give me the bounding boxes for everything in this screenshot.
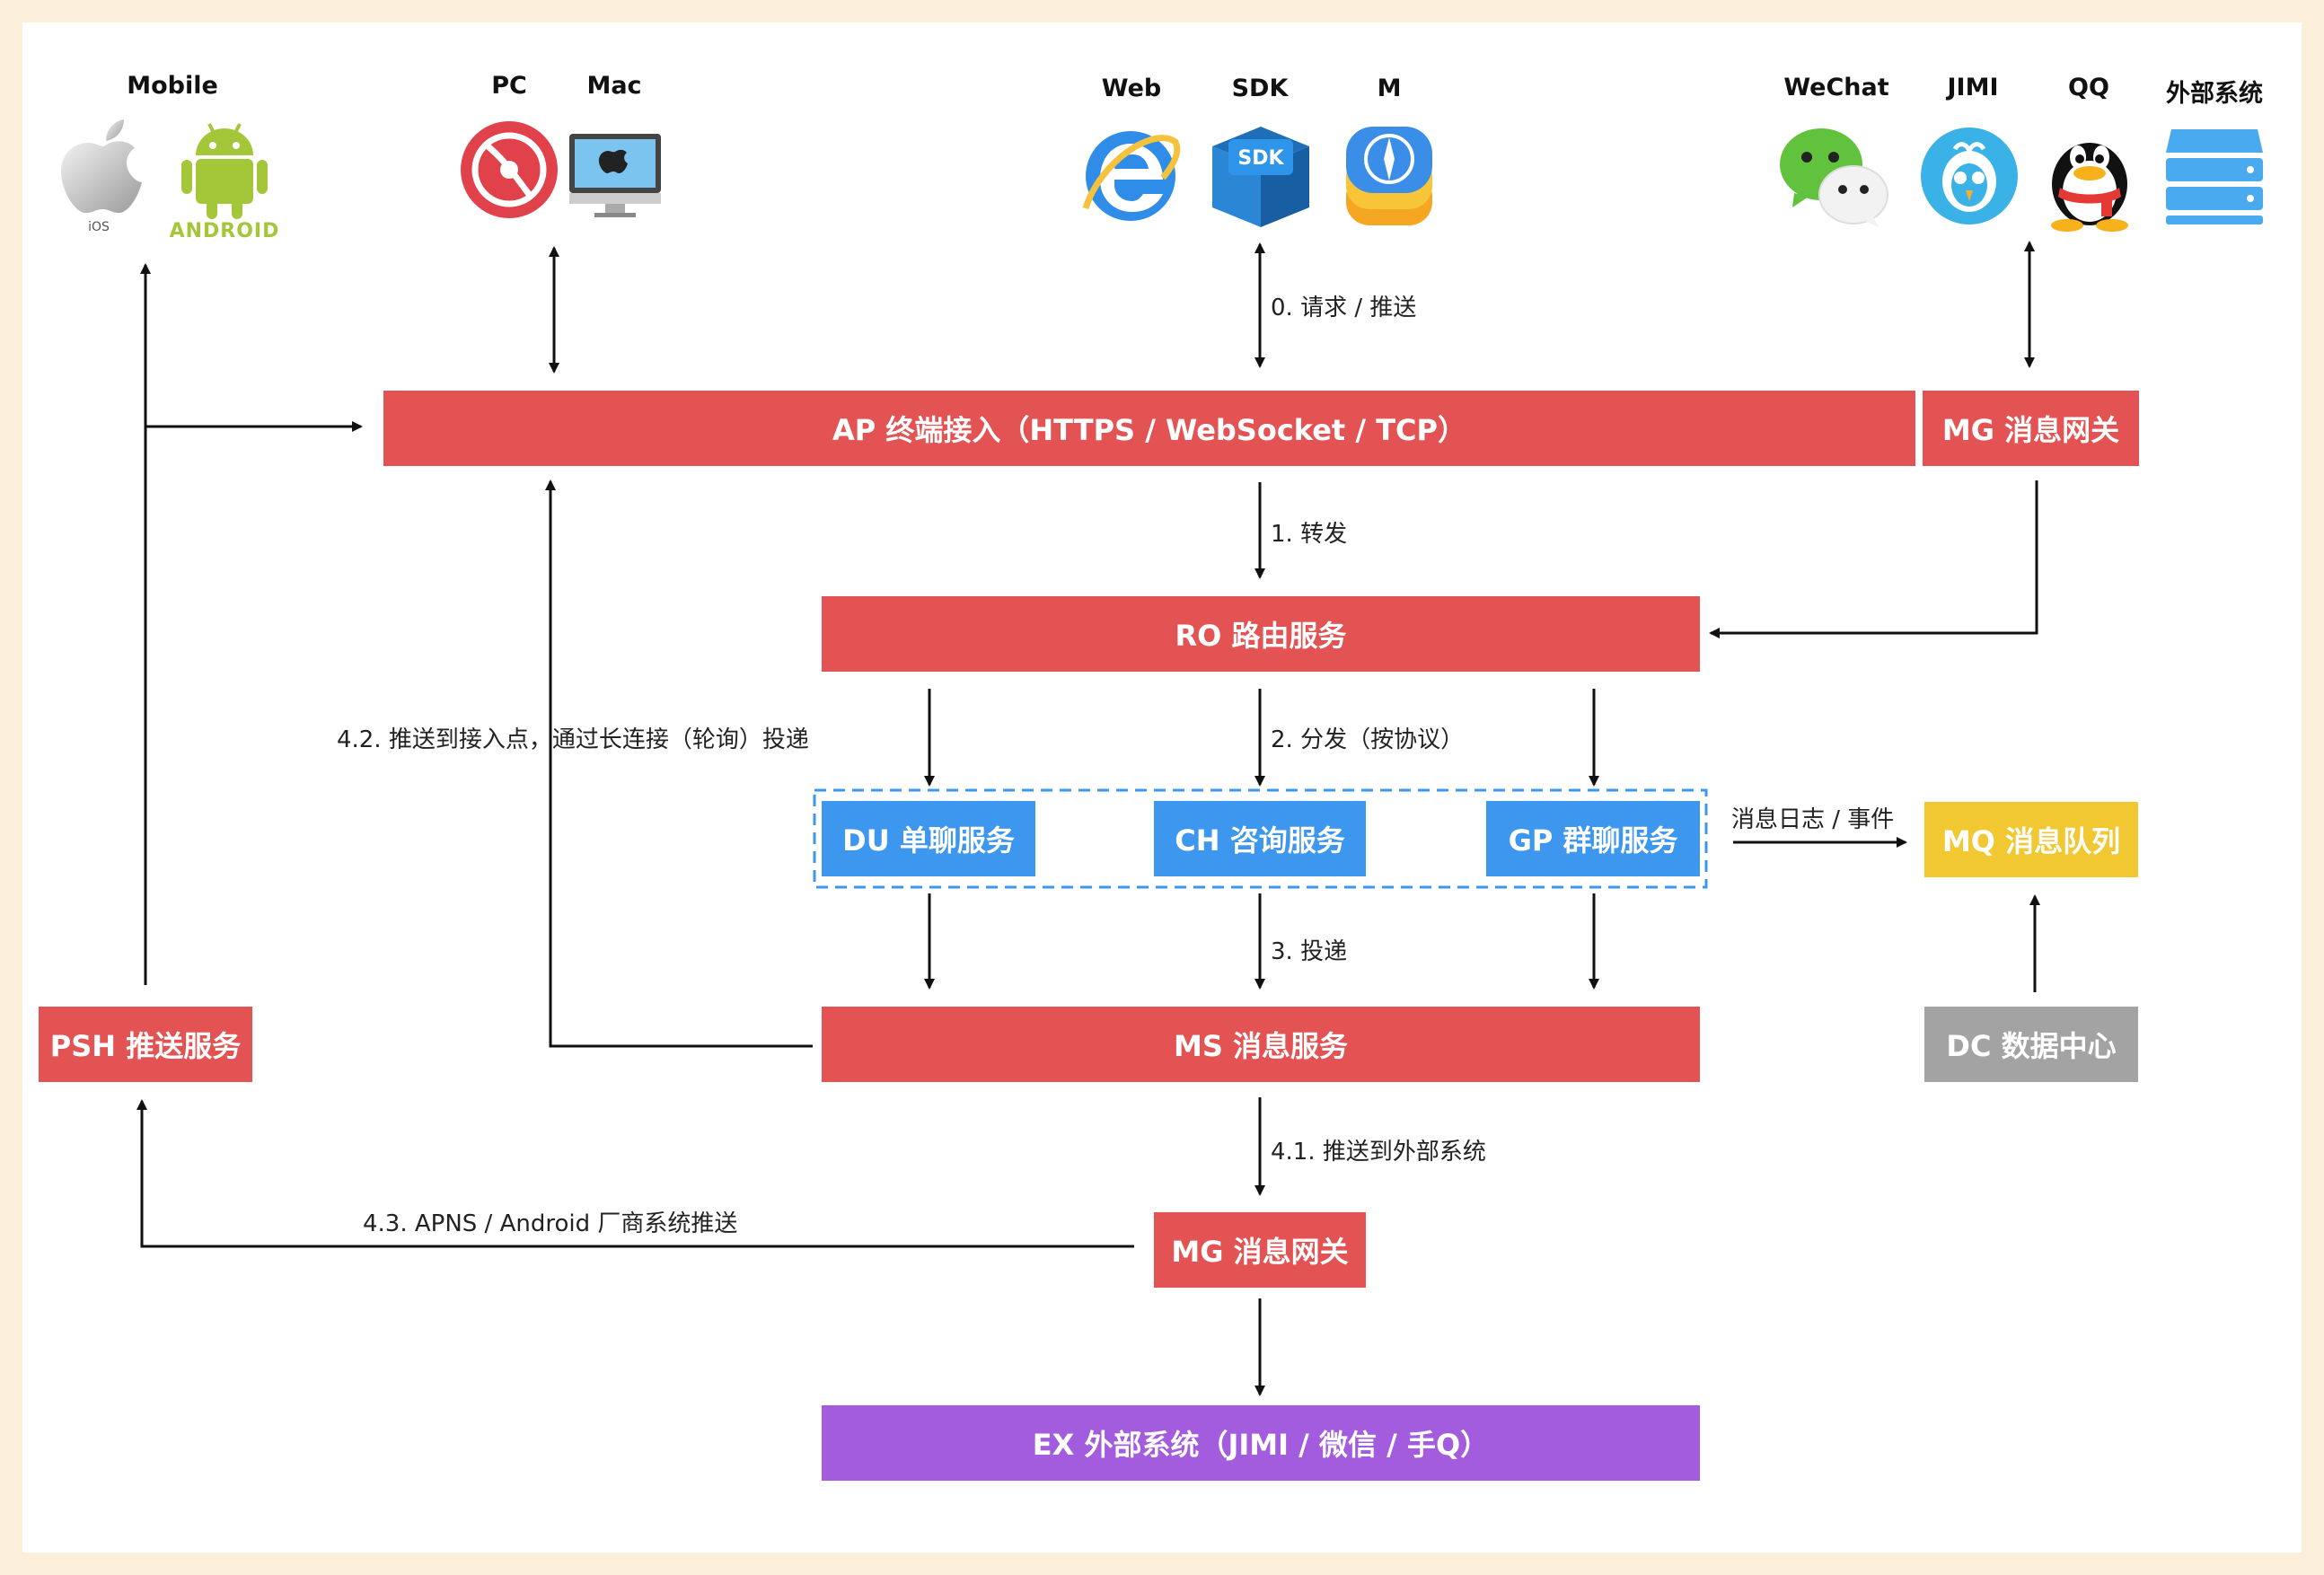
pc-client-icon: [461, 121, 558, 218]
mq-queue-node: MQ 消息队列: [1924, 802, 2138, 877]
edge-label-deliver: 3. 投递: [1271, 938, 1348, 965]
dc-datacenter-node: DC 数据中心: [1924, 1007, 2138, 1082]
ie-icon: [1082, 131, 1181, 221]
ios-text: iOS: [88, 220, 110, 233]
ms-message-node: MS 消息服务: [822, 1007, 1700, 1082]
edge-label-push-vendor: 4.3. APNS / Android 厂商系统推送: [363, 1210, 738, 1237]
server-icon: [2166, 129, 2263, 224]
edge-label-forward: 1. 转发: [1271, 521, 1348, 548]
mg-gateway-top-node: MG 消息网关: [1923, 391, 2139, 466]
sdk-text: SDK: [1237, 147, 1284, 170]
client-label-web: Web: [1101, 75, 1162, 102]
apple-icon: iOS: [61, 119, 142, 233]
ap-access-node: AP 终端接入（HTTPS / WebSocket / TCP）: [383, 391, 1915, 466]
diagram-canvas: [22, 22, 2302, 1553]
ro-routing-node: RO 路由服务: [822, 596, 1700, 672]
client-label-jimi: JIMI: [1947, 74, 1999, 101]
edge-label-dispatch: 2. 分发（按协议）: [1271, 726, 1465, 753]
gp-group-chat-node: GP 群聊服务: [1486, 801, 1700, 876]
mac-icon: [569, 134, 661, 217]
client-label-pc: PC: [491, 72, 527, 100]
android-text: ANDROID: [170, 220, 280, 241]
du-single-chat-node: DU 单聊服务: [822, 801, 1035, 876]
mg-gateway-bottom-node: MG 消息网关: [1154, 1212, 1366, 1288]
ex-external-node: EX 外部系统（JIMI / 微信 / 手Q）: [822, 1405, 1700, 1481]
client-label-mobile: Mobile: [127, 72, 218, 100]
client-label-mac: Mac: [586, 72, 642, 100]
edge-push-access: [545, 480, 813, 1048]
client-label-wechat: WeChat: [1783, 74, 1889, 101]
client-label-external: 外部系统: [2166, 80, 2263, 108]
qq-icon: [2051, 143, 2128, 232]
jimi-icon: [1921, 128, 2018, 224]
edge-label-push-access: 4.2. 推送到接入点，通过长连接（轮询）投递: [337, 726, 809, 753]
service-group-border: [813, 788, 1708, 889]
android-icon: ANDROID: [170, 123, 280, 241]
edge-label-request-push: 0. 请求 / 推送: [1271, 295, 1417, 321]
edge-push-vendor: [136, 1099, 1134, 1248]
wechat-icon: [1780, 128, 1888, 227]
edge-mg-ro: [1709, 480, 2038, 638]
psh-push-node: PSH 推送服务: [39, 1007, 252, 1082]
client-label-sdk: SDK: [1231, 75, 1289, 102]
client-label-qq: QQ: [2068, 74, 2109, 101]
ch-consult-node: CH 咨询服务: [1154, 801, 1366, 876]
edge-label-log-event: 消息日志 / 事件: [1731, 806, 1895, 833]
m-app-icon: [1346, 127, 1432, 225]
edge-label-push-external: 4.1. 推送到外部系统: [1271, 1139, 1486, 1166]
sdk-box-icon: SDK: [1212, 127, 1309, 227]
client-label-m: M: [1377, 75, 1402, 102]
